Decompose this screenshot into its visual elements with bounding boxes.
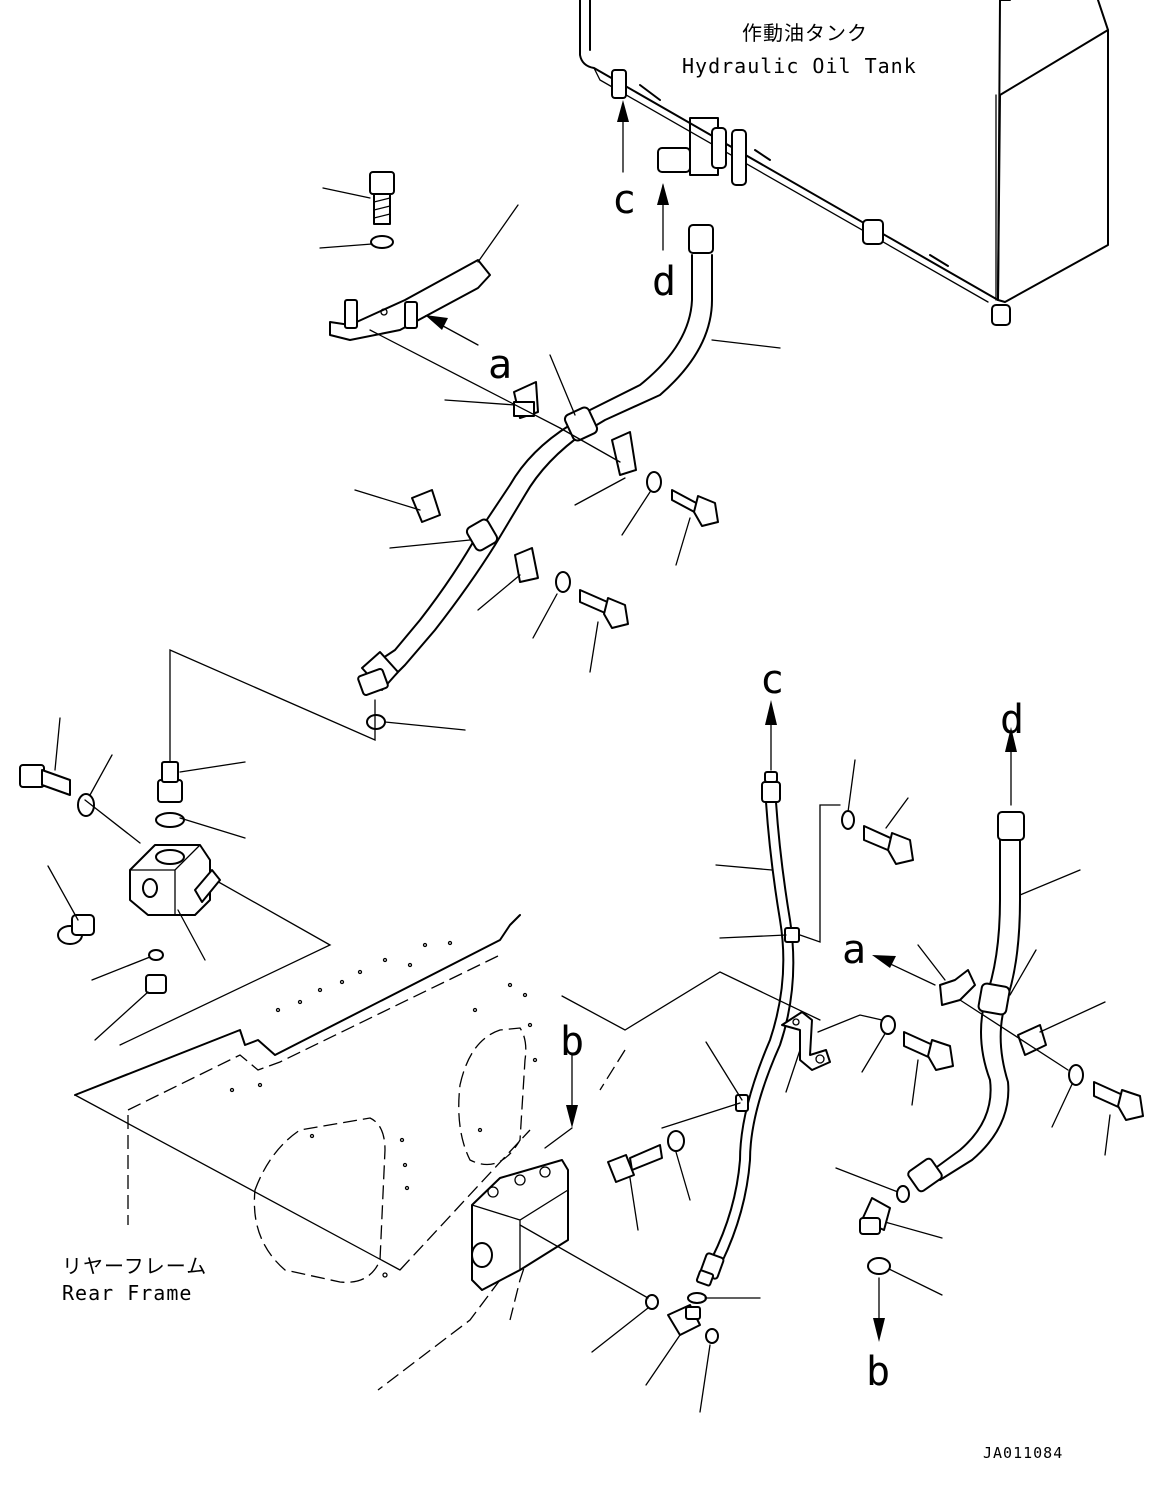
direction-arrow-icon bbox=[1005, 727, 1017, 806]
bolt-icon bbox=[369, 171, 395, 225]
hydraulic-oil-tank bbox=[579, 0, 1109, 326]
washer-icon bbox=[646, 471, 662, 493]
washer-icon bbox=[77, 793, 95, 817]
direction-arrow-icon bbox=[657, 183, 669, 251]
o-ring-icon bbox=[148, 949, 164, 961]
direction-arrow-icon bbox=[544, 1054, 578, 1149]
arrow-label-a-top: a bbox=[488, 342, 513, 388]
elbow-fitting-icon bbox=[157, 761, 183, 803]
hose-icon bbox=[695, 771, 800, 1287]
direction-arrow-icon bbox=[872, 955, 936, 986]
o-ring-icon bbox=[366, 714, 386, 730]
frame-holes bbox=[229, 940, 538, 1278]
clamp-icon bbox=[513, 381, 539, 419]
drawing-reference-code: JA011084 bbox=[983, 1444, 1064, 1462]
o-ring-icon bbox=[687, 1292, 707, 1304]
arrow-label-b-left: b bbox=[560, 1019, 585, 1065]
hose-icon bbox=[357, 224, 714, 696]
arrow-label-a-right: a bbox=[842, 927, 867, 973]
o-ring-icon bbox=[705, 1328, 719, 1344]
connector-lines bbox=[119, 649, 376, 1046]
arrow-label-b-right: b bbox=[866, 1349, 891, 1395]
arrow-label-c-top: c bbox=[612, 177, 637, 223]
arrow-label-c-right: c bbox=[760, 657, 785, 703]
leader-lines bbox=[47, 717, 246, 1041]
o-ring-icon bbox=[896, 1185, 910, 1203]
washer-icon bbox=[841, 810, 855, 830]
elbow-fitting-icon bbox=[667, 1304, 701, 1336]
bracket-icon bbox=[329, 259, 491, 341]
leader-lines bbox=[561, 759, 909, 1129]
o-ring-icon bbox=[645, 1294, 659, 1310]
direction-arrow-icon bbox=[617, 100, 629, 173]
clamp-icon bbox=[411, 489, 441, 523]
frame-label-en: Rear Frame bbox=[62, 1281, 193, 1305]
washer-icon bbox=[370, 235, 394, 249]
o-ring-icon bbox=[155, 812, 185, 828]
elbow-fitting-icon bbox=[859, 1197, 891, 1235]
plug-icon bbox=[57, 914, 95, 945]
clamp-icon bbox=[611, 431, 637, 476]
leader-lines bbox=[319, 187, 781, 731]
arrow-label-d-top: d bbox=[652, 259, 677, 305]
washer-icon bbox=[667, 1130, 685, 1152]
frame-label-jp: リヤーフレーム bbox=[62, 1254, 208, 1278]
rear-frame bbox=[74, 914, 626, 1391]
direction-arrow-icon bbox=[873, 1277, 885, 1342]
tank-label-en: Hydraulic Oil Tank bbox=[682, 54, 917, 78]
bolt-icon bbox=[579, 589, 629, 629]
hose-icon bbox=[907, 811, 1025, 1193]
leader-lines bbox=[629, 1151, 691, 1231]
clamp-icon bbox=[514, 547, 539, 583]
bolt-icon bbox=[671, 489, 719, 527]
bolt-icon bbox=[19, 764, 71, 796]
arrow-label-d-right: d bbox=[1000, 697, 1025, 743]
leader-lines bbox=[785, 1014, 919, 1106]
direction-arrow-icon bbox=[425, 315, 479, 346]
clamp-icon bbox=[939, 969, 976, 1006]
leader-lines bbox=[835, 869, 1111, 1296]
washer-icon bbox=[555, 571, 571, 593]
valve-block-icon bbox=[129, 844, 221, 916]
clamp-icon bbox=[1017, 1024, 1047, 1056]
o-ring-icon bbox=[867, 1257, 891, 1275]
plug-icon bbox=[145, 974, 167, 994]
bolt-icon bbox=[1093, 1081, 1144, 1121]
direction-arrow-icon bbox=[765, 700, 777, 771]
bolt-icon bbox=[863, 825, 914, 865]
tank-label-jp: 作動油タンク bbox=[742, 21, 868, 45]
washer-icon bbox=[880, 1015, 896, 1035]
leader-lines bbox=[519, 1224, 761, 1413]
bracket-icon bbox=[781, 1011, 831, 1071]
bolt-icon bbox=[903, 1031, 954, 1071]
bolt-icon bbox=[607, 1144, 663, 1183]
washer-icon bbox=[1068, 1064, 1084, 1086]
